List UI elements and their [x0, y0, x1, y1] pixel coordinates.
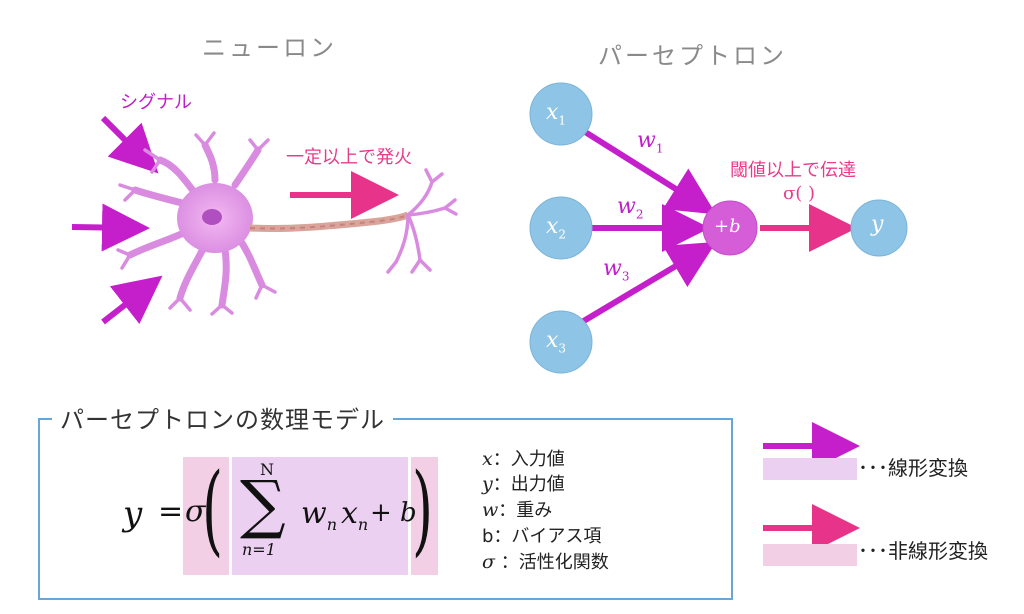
var-b-definition: b：バイアス項	[482, 526, 602, 547]
output-node-label: y	[871, 212, 884, 237]
formula-lhs: y	[123, 494, 143, 534]
formula-linear-highlight	[232, 457, 408, 575]
signal-arrow-top	[100, 115, 159, 174]
input-x3-label: x3	[546, 328, 567, 356]
activation-label: σ( )	[783, 183, 816, 204]
formula-equals: =	[158, 494, 184, 529]
formula-term-w: wn	[301, 496, 337, 534]
sum-node-label: +b	[714, 216, 741, 237]
fire-label: 一定以上で発火	[286, 147, 412, 168]
weight-w1-label: w1	[637, 128, 664, 156]
var-x-definition: x：入力値	[482, 448, 565, 470]
formula-nonlinear-highlight-right	[411, 457, 438, 575]
legend-linear-label: ･･･線形変換	[858, 456, 968, 480]
input-x1-label: x1	[546, 100, 567, 128]
legend-nonlinear-label: ･･･非線形変換	[858, 539, 988, 563]
edge-x1-sum	[580, 127, 717, 215]
signal-label: シグナル	[120, 92, 192, 113]
signal-arrow-middle	[71, 203, 150, 252]
formula-sum-lower: n=1	[242, 540, 276, 559]
output-node	[850, 199, 908, 257]
var-w-definition: w：重み	[482, 499, 553, 521]
input-node-x1	[529, 82, 593, 146]
formula-sum-upper: N	[260, 460, 274, 479]
neuron-illustration	[116, 131, 458, 316]
summation-icon: ∑	[240, 468, 286, 542]
formula-nonlinear-highlight-left	[183, 457, 229, 575]
model-title: パーセプトロンの数理モデル	[52, 400, 393, 435]
edge-x3-sum	[580, 241, 717, 325]
formula-left-paren: (	[202, 453, 224, 567]
weight-w2-label: w2	[617, 194, 644, 222]
transmit-label: 閾値以上で伝達	[730, 160, 856, 181]
legend-nonlinear-swatch	[763, 544, 857, 566]
formula-right-paren: )	[412, 453, 434, 567]
legend-linear-swatch	[763, 458, 857, 480]
input-node-x2	[529, 196, 593, 260]
formula-sigma: σ	[185, 494, 206, 529]
input-node-x3	[529, 310, 593, 374]
signal-arrow-bottom	[101, 275, 163, 325]
formula-plus-b: + b	[370, 498, 417, 528]
input-x2-label: x2	[546, 214, 567, 242]
sum-node	[702, 200, 758, 256]
perceptron-title: パーセプトロン	[598, 42, 787, 70]
neuron-title: ニューロン	[202, 34, 337, 62]
var-sigma-definition: σ ：活性化関数	[482, 551, 609, 573]
weight-w3-label: w3	[603, 256, 630, 284]
var-y-definition: y：出力値	[482, 473, 565, 495]
formula-term-x: xn	[341, 496, 369, 534]
